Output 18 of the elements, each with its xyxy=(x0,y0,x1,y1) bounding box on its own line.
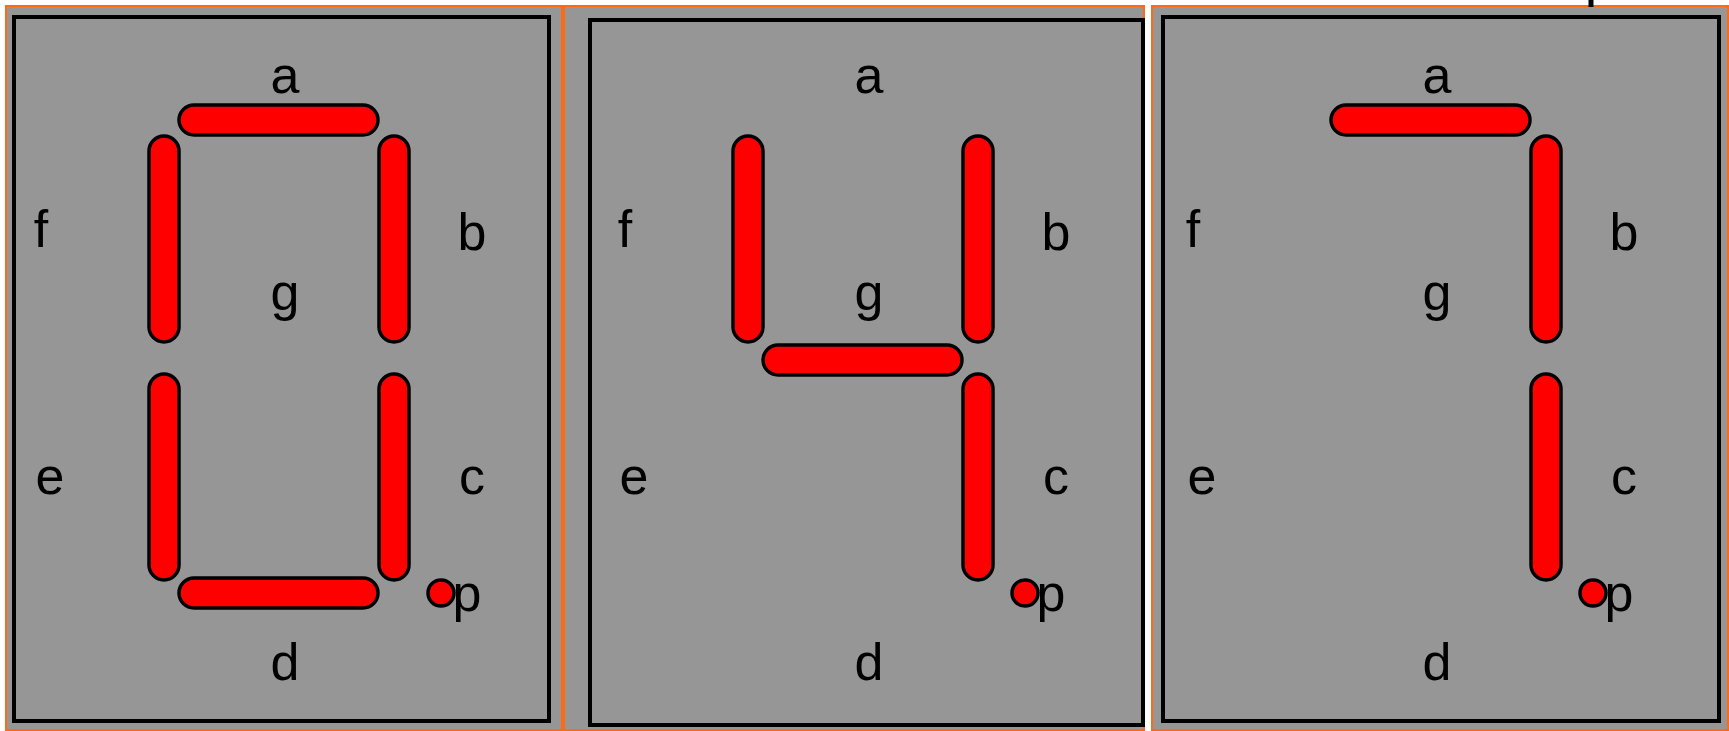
segment-label: d xyxy=(270,636,300,688)
segment-label: b xyxy=(1041,206,1071,258)
segment-label: e xyxy=(35,450,65,502)
segment-label: c xyxy=(1043,450,1069,502)
segment-label: f xyxy=(617,203,633,255)
segment-label: a xyxy=(1422,49,1452,101)
segment-label: f xyxy=(1185,203,1201,255)
segment-label: e xyxy=(1187,450,1217,502)
segment-label: b xyxy=(1609,206,1639,258)
segment-label: a xyxy=(854,49,884,101)
segment-label: c xyxy=(459,450,485,502)
segment-label: d xyxy=(854,636,884,688)
segment-label: d xyxy=(1422,636,1452,688)
segment-label: b xyxy=(457,206,487,258)
segment-label: e xyxy=(619,450,649,502)
segment-label: c xyxy=(1611,450,1637,502)
segment-label: a xyxy=(270,49,300,101)
segment-label: f xyxy=(33,203,49,255)
